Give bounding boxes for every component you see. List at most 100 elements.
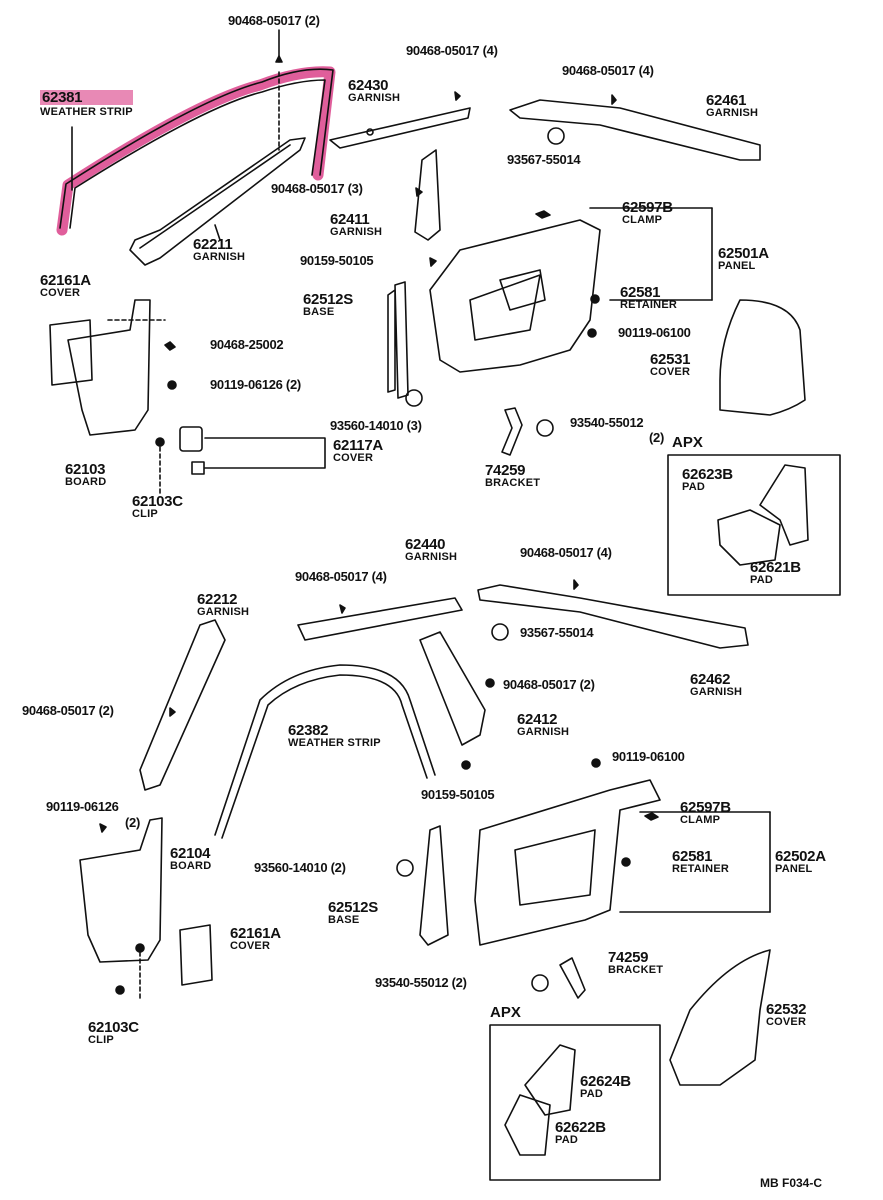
part-74259-2[interactable]: 74259 BRACKET <box>608 950 663 976</box>
part-62512S[interactable]: 62512S BASE <box>303 292 353 318</box>
garnish-62212[interactable] <box>139 619 226 791</box>
part-name: GARNISH <box>405 551 458 563</box>
part-62161A[interactable]: 62161A COVER <box>40 273 91 299</box>
part-62462[interactable]: 62462 GARNISH <box>690 672 742 698</box>
part-62501A[interactable]: 62501A PANEL <box>718 246 769 272</box>
fastener-label: 93540-55012 (2) <box>375 975 467 990</box>
part-62212[interactable]: 62212 GARNISH <box>197 592 249 618</box>
panel-62501A[interactable] <box>429 219 601 373</box>
part-name: PAD <box>682 481 706 493</box>
bolt-icon <box>485 678 495 688</box>
garnish-62412[interactable] <box>419 631 486 746</box>
part-62412[interactable]: 62412 GARNISH <box>517 712 569 738</box>
diagram-code: MB F034-C <box>760 1176 823 1190</box>
part-name: BOARD <box>65 476 107 488</box>
bracket-74259[interactable] <box>501 407 523 456</box>
panel-62502A[interactable] <box>474 779 661 946</box>
cover-62161A[interactable] <box>49 319 93 386</box>
part-62581[interactable]: 62581 RETAINER <box>620 285 677 311</box>
part-62622B[interactable]: 62622B PAD <box>555 1120 606 1146</box>
part-62621B[interactable]: 62621B PAD <box>750 560 801 586</box>
part-name: BRACKET <box>608 964 664 976</box>
part-number: 62512S <box>303 291 353 308</box>
part-62597B[interactable]: 62597B CLAMP <box>622 200 673 226</box>
part-number: 62411 <box>330 211 370 228</box>
part-62430[interactable]: 62430 GARNISH <box>348 78 400 104</box>
panel-62501A-inner <box>499 269 546 311</box>
fastener-qty: (2) <box>649 430 664 445</box>
part-name: BASE <box>328 914 360 926</box>
cover-62117A-small[interactable] <box>191 461 205 475</box>
garnish-62430[interactable] <box>329 107 471 149</box>
part-62103C-2[interactable]: 62103C CLIP <box>88 1020 139 1046</box>
part-number: 62621B <box>750 559 801 576</box>
bolt-icon <box>587 328 597 338</box>
cover-62532[interactable] <box>669 949 771 1086</box>
board-62104[interactable] <box>79 817 163 963</box>
part-62597B-2[interactable]: 62597B CLAMP <box>680 800 731 826</box>
part-62104[interactable]: 62104 BOARD <box>170 846 211 872</box>
garnish-62461[interactable] <box>509 99 761 161</box>
bolt-icon <box>461 760 471 770</box>
pad-62622B[interactable] <box>504 1094 551 1156</box>
cover-62161A-2[interactable] <box>179 924 213 986</box>
part-62461[interactable]: 62461 GARNISH <box>706 93 758 119</box>
weather-strip-62382[interactable] <box>214 664 436 839</box>
clip-icon <box>135 943 145 953</box>
part-number: 62117A <box>333 437 383 454</box>
garnish-62211[interactable] <box>129 137 306 266</box>
part-name: GARNISH <box>348 92 401 104</box>
part-name: GARNISH <box>706 107 759 119</box>
screw-icon <box>611 94 617 105</box>
cover-62117A-large[interactable] <box>179 426 203 452</box>
part-74259[interactable]: 74259 BRACKET <box>485 463 540 489</box>
part-name: COVER <box>333 452 374 464</box>
part-62532[interactable]: 62532 COVER <box>766 1002 807 1028</box>
part-62382[interactable]: 62382 WEATHER STRIP <box>288 723 381 749</box>
garnish-62462[interactable] <box>477 584 749 649</box>
part-name: RETAINER <box>672 863 730 875</box>
part-number: 62211 <box>193 236 233 253</box>
fastener-label: 93560-14010 (3) <box>330 418 422 433</box>
part-62161A-2[interactable]: 62161A COVER <box>230 926 281 952</box>
s-fastener-icon <box>547 127 565 145</box>
part-62103[interactable]: 62103 BOARD <box>65 462 106 488</box>
base-62512S[interactable] <box>387 281 409 399</box>
weather-strip-62381[interactable] <box>56 66 336 236</box>
part-62512S-2[interactable]: 62512S BASE <box>328 900 378 926</box>
retainer-icon <box>590 294 600 304</box>
part-number: 62531 <box>650 351 691 368</box>
part-name: BOARD <box>170 860 212 872</box>
part-62117A[interactable]: 62117A COVER <box>333 438 383 464</box>
garnish-62440[interactable] <box>297 597 463 641</box>
part-62531[interactable]: 62531 COVER <box>650 351 691 378</box>
part-number: 62103C <box>88 1019 139 1036</box>
fastener-label: 90468-05017 (2) <box>22 703 114 718</box>
part-number: 62161A <box>230 925 281 942</box>
pad-62623B[interactable] <box>759 464 809 546</box>
part-62502A[interactable]: 62502A PANEL <box>775 849 826 875</box>
part-62103C[interactable]: 62103C CLIP <box>132 494 183 520</box>
pad-62621B[interactable] <box>717 509 781 566</box>
cover-62531[interactable] <box>719 299 806 416</box>
garnish-62411[interactable] <box>414 149 441 241</box>
part-62440[interactable]: 62440 GARNISH <box>405 537 457 563</box>
fastener-label: 90468-05017 (4) <box>406 43 498 58</box>
fastener-label: 93540-55012 <box>570 415 644 430</box>
part-name: CLIP <box>88 1034 114 1046</box>
screw-icon <box>415 187 423 197</box>
pad-62624B[interactable] <box>524 1044 576 1116</box>
part-number: 62622B <box>555 1119 606 1136</box>
part-62411[interactable]: 62411 GARNISH <box>330 212 382 238</box>
part-name: GARNISH <box>330 226 383 238</box>
part-number: 62581 <box>620 284 661 301</box>
part-62624B[interactable]: 62624B PAD <box>580 1074 631 1100</box>
screw-icon <box>169 707 176 717</box>
part-62623B[interactable]: 62623B PAD <box>682 467 733 493</box>
clamp-icon <box>644 812 659 821</box>
part-62381[interactable]: 62381 WEATHER STRIP <box>40 90 133 118</box>
part-62211[interactable]: 62211 GARNISH <box>193 237 245 263</box>
bracket-74259-2[interactable] <box>559 957 586 999</box>
part-62581-2[interactable]: 62581 RETAINER <box>672 849 729 875</box>
base-62512S-2[interactable] <box>419 825 449 946</box>
